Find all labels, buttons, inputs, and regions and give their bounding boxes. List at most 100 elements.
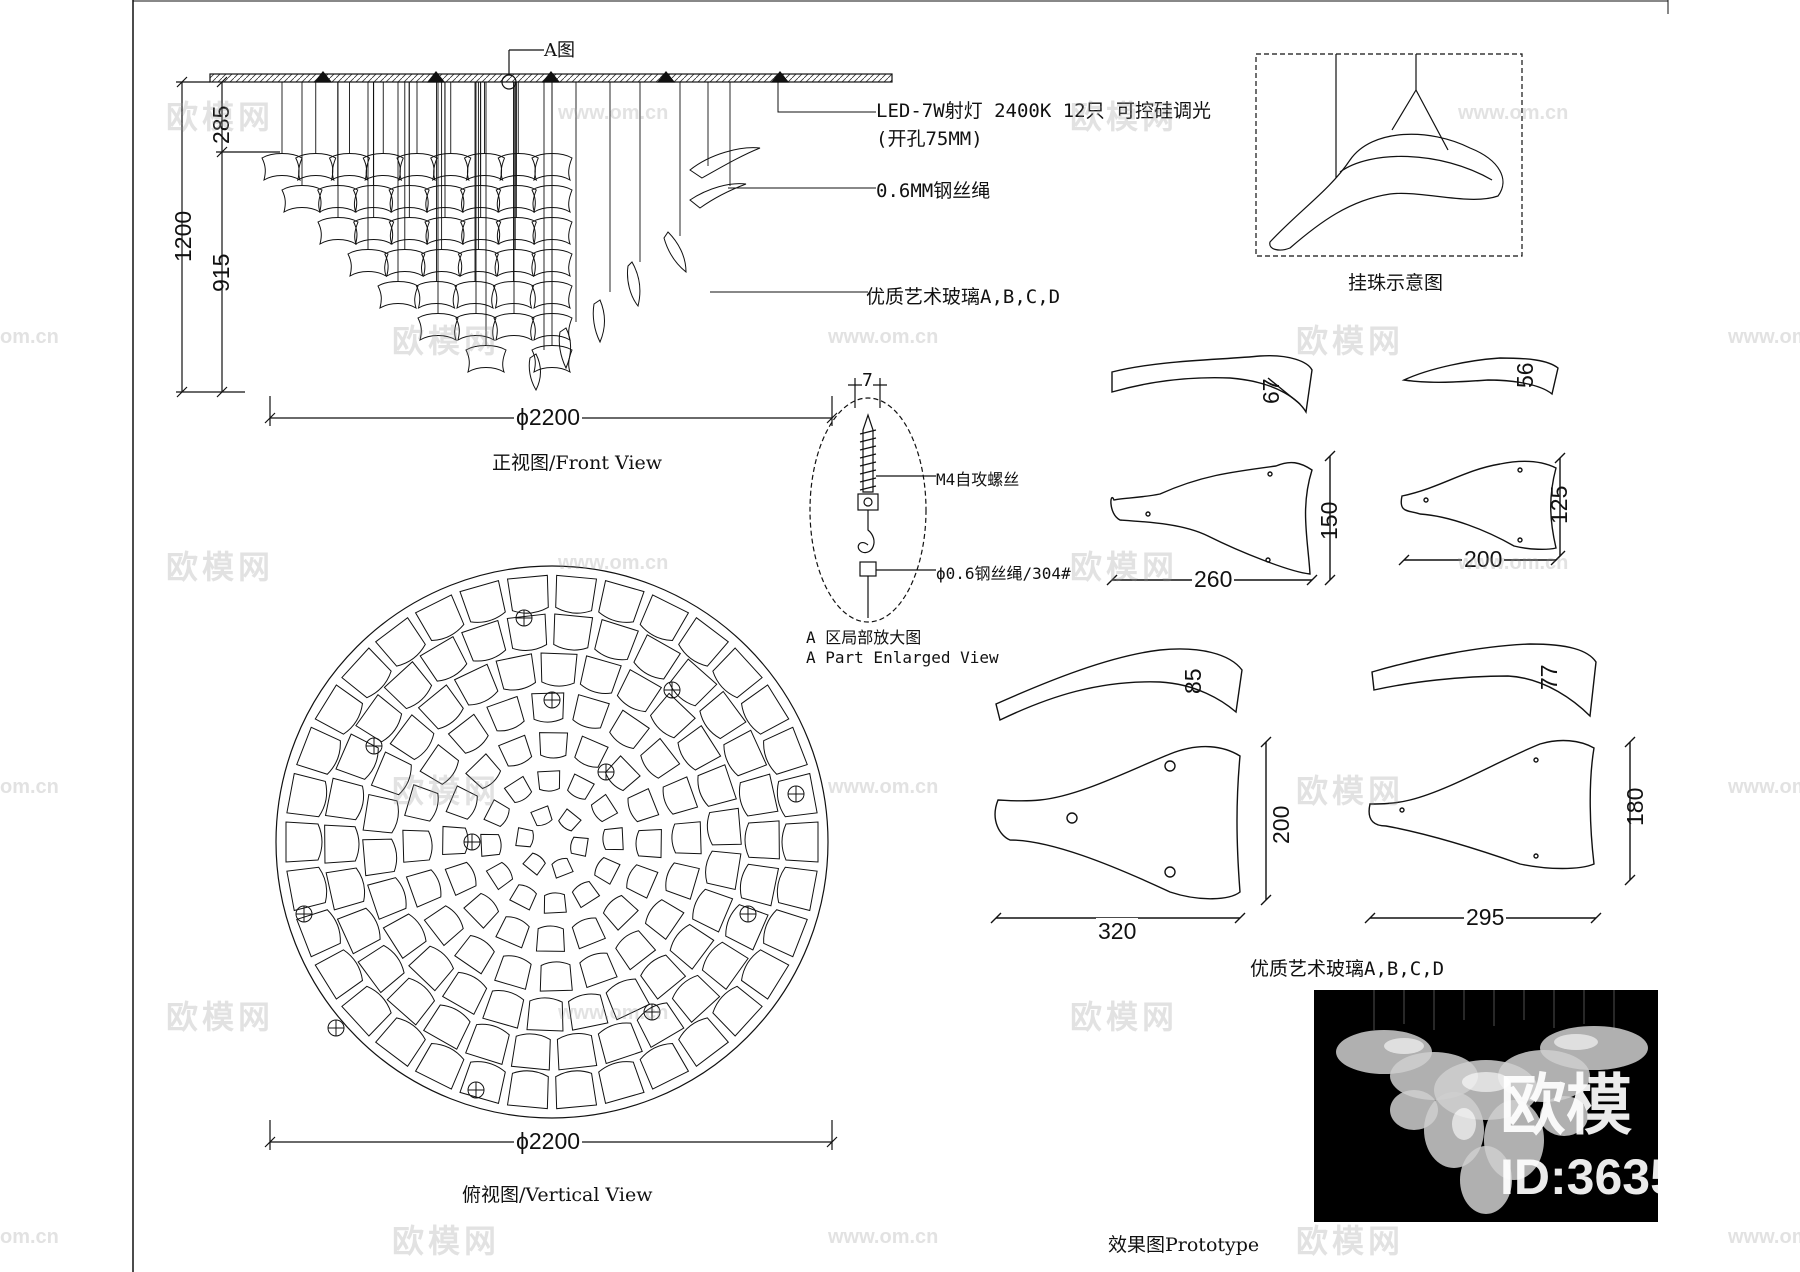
detail-caption-en: A Part Enlarged View	[806, 648, 999, 667]
spotlight-cross	[464, 834, 480, 850]
glass-tile	[723, 729, 768, 777]
glass-piece	[495, 217, 537, 246]
glass-tile	[355, 693, 403, 743]
glass-tile	[555, 574, 598, 614]
glass-tile	[419, 635, 468, 682]
glass-tile	[776, 866, 818, 912]
piece-a-hole-2	[1267, 471, 1273, 477]
glass-piece	[531, 153, 573, 182]
glass-tile	[445, 785, 478, 820]
prototype-watermark: 欧模	[1500, 1068, 1632, 1142]
glass-tile	[414, 1042, 465, 1090]
glass-piece	[415, 281, 458, 310]
spotlight-marker-icon	[327, 1019, 345, 1037]
prototype-caption: 效果图Prototype	[1108, 1234, 1260, 1256]
led-spotlights	[313, 71, 790, 83]
glass-piece	[384, 249, 426, 278]
hanging-caption: 挂珠示意图	[1348, 272, 1444, 294]
piece-d-hole-2	[1533, 757, 1539, 763]
a-marker-label: A图	[544, 40, 575, 61]
glass-tile	[543, 892, 567, 914]
spotlight-cross	[328, 1020, 344, 1036]
top-view	[264, 565, 838, 1150]
glass-piece	[497, 153, 539, 182]
glass-tile	[370, 751, 412, 796]
glass-tile	[459, 1061, 506, 1104]
glass-tile	[465, 1023, 510, 1066]
glass-piece	[430, 153, 472, 182]
spotlight-cross	[644, 1004, 660, 1020]
dim-260-ticks	[1106, 574, 1318, 586]
glass-tile	[506, 1070, 549, 1110]
spotlight-marker-icon	[463, 833, 481, 851]
glass-tile	[405, 869, 442, 908]
top-view-glass-tiles	[285, 574, 819, 1110]
glass-piece	[528, 353, 541, 392]
glass-tile	[314, 684, 364, 735]
glass-tile	[515, 827, 534, 848]
piece-a-side	[1111, 354, 1313, 415]
glass-piece	[492, 281, 535, 310]
spotlight-marker-icon	[787, 785, 805, 803]
glass-tile	[574, 735, 609, 768]
glass-tile	[572, 694, 610, 729]
glass-piece	[531, 249, 573, 278]
piece-a-length: 260	[1192, 566, 1235, 593]
glass-tile	[461, 619, 507, 662]
glass-tile	[640, 954, 687, 1000]
glass-tile	[495, 916, 530, 949]
glass-tile	[671, 974, 721, 1023]
hanging-glass-inner	[1339, 155, 1493, 181]
glass-tile	[579, 655, 622, 694]
dim-125-ticks	[1554, 452, 1566, 562]
glass-tile	[662, 776, 699, 815]
spotlight-cross	[468, 1082, 484, 1098]
glass-tile	[509, 884, 538, 911]
glass-tile	[640, 737, 681, 779]
piece-c-hole-2	[1164, 760, 1176, 772]
piece-c-length: 320	[1096, 918, 1139, 945]
glass-tile	[453, 663, 499, 706]
dim-180-ticks	[1624, 736, 1636, 886]
glass-tile	[558, 808, 582, 832]
glass-tile	[738, 773, 779, 817]
spotlight-cross	[366, 738, 382, 754]
glass-tile	[744, 820, 780, 860]
glass-tile	[286, 772, 328, 818]
glass-tile	[535, 925, 565, 952]
glass-tile	[286, 866, 328, 912]
dim-320-ticks	[990, 912, 1246, 924]
glass-tile	[336, 907, 381, 955]
spotlight-marker-icon	[597, 763, 615, 781]
glass-tile	[602, 827, 624, 851]
glass-tile	[374, 1017, 426, 1068]
glass-piece	[531, 281, 573, 310]
glass-tile	[341, 647, 392, 699]
piece-b-hole-2	[1517, 467, 1523, 473]
wire-clamp	[859, 561, 877, 577]
spotlight-marker-icon	[739, 905, 757, 923]
glass-tile	[594, 618, 639, 661]
glass-tile	[383, 661, 433, 710]
glass-piece	[420, 249, 463, 278]
glass-tile	[635, 829, 662, 859]
glass-tile	[480, 833, 502, 857]
glass-tile	[556, 1032, 598, 1071]
spotlight-marker-icon	[467, 1081, 485, 1099]
piece-d-hole-3	[1533, 853, 1539, 859]
piece-c-side	[995, 648, 1243, 722]
glass-piece	[328, 153, 371, 182]
piece-d-thickness: 77	[1536, 664, 1562, 690]
hanging-wires	[281, 82, 731, 350]
dim-285: 285	[208, 105, 234, 144]
glass-tile	[678, 1017, 730, 1068]
prototype-image: 欧模 ID:3635	[1314, 990, 1658, 1222]
glass-tile	[609, 709, 650, 750]
glass-tile	[374, 616, 426, 667]
glass-piece	[455, 313, 497, 342]
glass-tile	[442, 825, 469, 855]
glass-tile	[539, 961, 573, 992]
glass-piece	[531, 345, 573, 374]
glass-tile	[763, 726, 808, 775]
glass-tile	[602, 894, 639, 931]
